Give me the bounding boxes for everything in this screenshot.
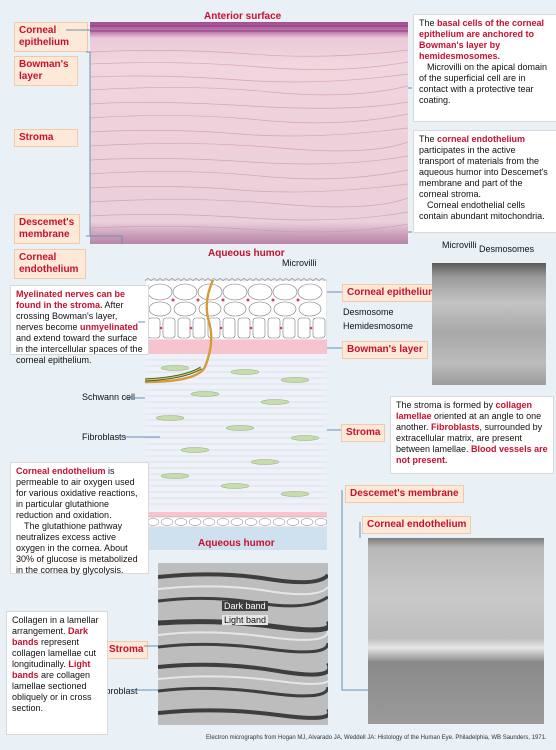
em-label-stroma: Stroma [104,641,149,659]
microvilli-label: Microvilli [282,258,317,268]
em-stroma-micrograph [158,563,328,725]
aqueous-humor-title-diagram: Aqueous humor [198,538,275,549]
note-corneal-endothelium-transport: The corneal endothelium participates in … [413,130,556,233]
fibroblast-label: Fibroblast [98,686,138,696]
note-collagen-lamellar: Collagen in a lamellar arrangement. Dark… [6,611,108,735]
diagram-label-corneal-epithelium: Corneal epithelium [342,284,443,302]
schwann-cell-label: Schwann cell [82,392,136,402]
image-credit: Electron micrographs from Hogan MJ, Alva… [206,735,547,741]
label-descemets-membrane: Descemet's membrane [14,214,80,244]
cornea-diagram-svg [145,278,327,550]
em-desmosomes-label: Desmosomes [479,244,535,254]
label-corneal-endothelium: Corneal endothelium [14,249,86,279]
histology-micrograph [90,22,408,244]
aqueous-humor-title-top: Aqueous humor [208,248,285,259]
diagram-label-stroma: Stroma [341,424,386,442]
note-stroma-collagen: The stroma is formed by collagen lamella… [390,396,554,474]
note-endothelium-permeability: Corneal endothelium is permeable to air … [10,462,149,575]
hemidesmosome-label: Hemidesmosome [343,321,414,331]
light-band-label: Light band [222,615,269,625]
diagram-label-bowmans-layer: Bowman's layer [342,341,428,359]
em-microvilli-label: Microvilli [442,240,477,250]
label-stroma: Stroma [14,129,78,147]
cornea-diagram [145,272,327,550]
desmosome-label: Desmosome [343,307,394,317]
diagram-label-descemets: Descemet's membrane [345,485,464,503]
diagram-label-endothelium: Corneal endothelium [362,516,472,534]
anterior-surface-title: Anterior surface [204,11,282,22]
em-descemet-endothelium-micrograph [368,538,544,724]
fibroblasts-label: Fibroblasts [82,432,127,442]
label-bowmans-layer: Bowman's layer [14,56,78,86]
note-basal-cells: The basal cells of the corneal epitheliu… [413,14,556,122]
dark-band-label: Dark band [222,601,268,611]
em-epithelium-micrograph [432,263,546,385]
em-stroma-bands [158,572,328,720]
stroma-fibers [90,25,408,233]
label-corneal-epithelium: Corneal epithelium [14,22,88,52]
note-myelinated-nerves: Myelinated nerves can be found in the st… [10,285,149,365]
